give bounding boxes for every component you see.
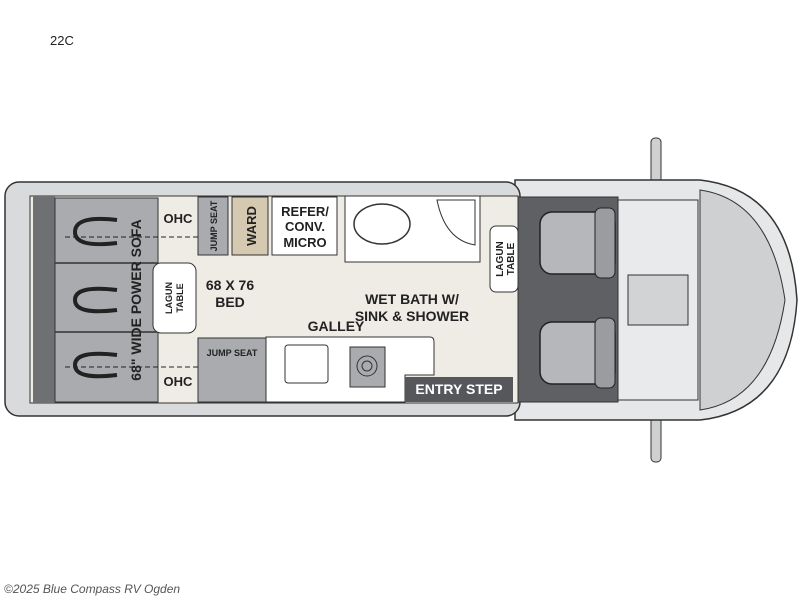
toilet-icon xyxy=(353,203,411,245)
power-sofa xyxy=(54,197,159,403)
svg-text:JUMP SEAT: JUMP SEAT xyxy=(207,348,258,358)
mirror-top xyxy=(650,137,662,187)
svg-text:SINK & SHOWER: SINK & SHOWER xyxy=(355,308,469,324)
svg-text:TABLE: TABLE xyxy=(506,242,517,275)
svg-text:MICRO: MICRO xyxy=(283,235,326,250)
svg-text:TABLE: TABLE xyxy=(175,283,185,312)
copyright-credit: ©2025 Blue Compass RV Ogden xyxy=(4,582,181,596)
svg-text:BED: BED xyxy=(215,294,245,310)
mirror-bottom xyxy=(650,413,662,463)
sink-icon xyxy=(436,199,476,246)
cooktop-icon xyxy=(349,346,386,388)
ohc-top: OHC xyxy=(164,211,194,226)
svg-text:WET BATH W/: WET BATH W/ xyxy=(365,291,459,307)
svg-text:REFER/: REFER/ xyxy=(281,204,329,219)
wardrobe xyxy=(231,196,269,256)
lagun-table-rear[interactable] xyxy=(152,262,197,334)
passenger-seat xyxy=(539,317,616,389)
svg-text:WARD: WARD xyxy=(244,206,259,246)
hood xyxy=(699,189,786,411)
galley-label: GALLEY xyxy=(308,318,365,334)
svg-text:ENTRY STEP: ENTRY STEP xyxy=(415,381,502,397)
driver-seat xyxy=(539,207,616,279)
rear-wall xyxy=(33,196,55,403)
svg-text:LAGUN: LAGUN xyxy=(164,282,174,314)
model-name: 22C xyxy=(50,33,74,48)
seatbelt-icons xyxy=(72,216,118,379)
refrigerator-microwave xyxy=(271,196,338,256)
entry-step xyxy=(405,377,513,402)
svg-text:JUMP SEAT: JUMP SEAT xyxy=(209,200,219,251)
jump-seat-top xyxy=(197,196,229,256)
svg-text:LAGUN: LAGUN xyxy=(495,241,506,277)
ohc-bottom: OHC xyxy=(164,374,194,389)
bed-size: 68 X 76 xyxy=(206,277,254,293)
sofa-label: 68" WIDE POWER SOFA xyxy=(128,219,144,380)
svg-text:CONV.: CONV. xyxy=(285,219,325,234)
galley-sink-icon xyxy=(284,344,329,384)
